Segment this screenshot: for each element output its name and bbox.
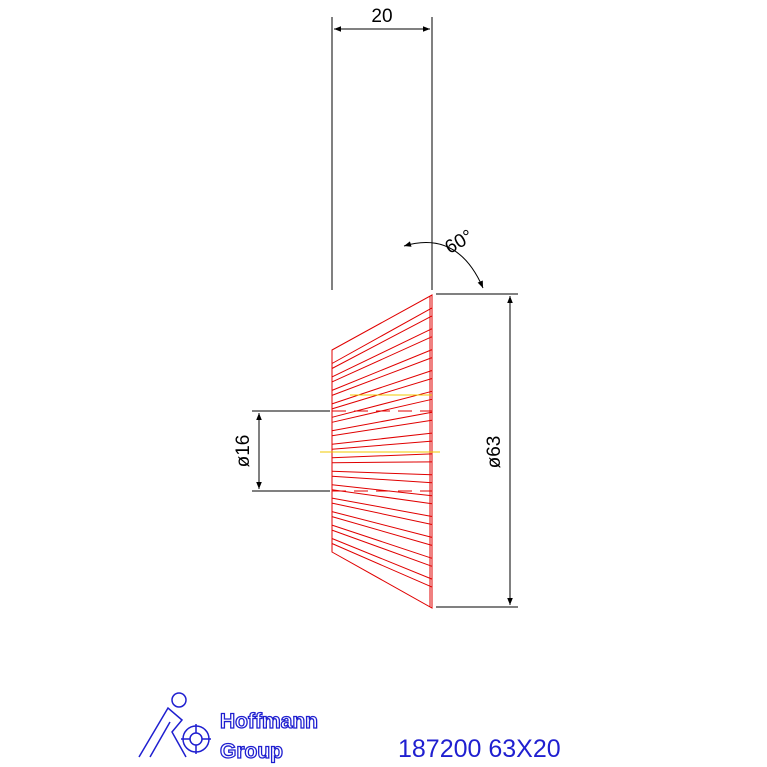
gear-teeth xyxy=(331,307,433,588)
gear-tooth-line xyxy=(331,307,433,364)
angle-arc xyxy=(403,241,484,289)
gear-tooth-line xyxy=(331,432,433,445)
bore-diameter-label: ø16 xyxy=(233,435,254,468)
gear-tooth-line xyxy=(331,315,433,369)
gear-tooth-line xyxy=(331,440,433,450)
gear-tooth-line xyxy=(331,502,433,525)
gear-tooth-line xyxy=(331,516,433,546)
gear-tooth-line xyxy=(331,370,433,405)
logo-text-line1: Hoffmann xyxy=(220,710,318,733)
gear-tooth-line xyxy=(331,453,433,459)
gear-tooth-line xyxy=(331,419,433,437)
width-label: 20 xyxy=(371,6,392,27)
logo-figure-icon xyxy=(138,692,211,758)
gear-tooth-line xyxy=(331,484,433,497)
outer-diameter-dimension: ø63 xyxy=(436,293,518,608)
gear-tooth-line xyxy=(331,336,433,383)
gear-tooth-line xyxy=(331,489,433,505)
gear-tooth-line xyxy=(331,543,433,588)
hoffmann-group-logo: Hoffmann Group xyxy=(138,692,319,764)
logo-text-line2: Group xyxy=(220,740,283,763)
gear-tooth-line xyxy=(331,411,433,432)
part-number-label: 187200 63X20 xyxy=(398,735,561,763)
gear-outline xyxy=(331,294,433,609)
gear-tooth-line xyxy=(331,470,433,476)
gear-tooth-line xyxy=(331,357,433,396)
outer-diameter-label: ø63 xyxy=(484,436,505,469)
gear-tooth-line xyxy=(331,538,433,580)
gear-tooth-line xyxy=(331,511,433,538)
bevel-gear xyxy=(320,294,440,609)
gear-tooth-line xyxy=(331,328,433,378)
bore-diameter-dimension: ø16 xyxy=(233,410,330,492)
gear-tooth-line xyxy=(331,524,433,559)
angle-dimension: 60° xyxy=(403,226,487,295)
gear-tooth-line xyxy=(331,349,433,391)
gear-tooth-line xyxy=(331,461,433,464)
angle-label: 60° xyxy=(442,226,477,259)
gear-tooth-line xyxy=(331,497,433,517)
gear-tooth-line xyxy=(331,475,433,484)
width-dimension: 20 xyxy=(331,6,433,290)
gear-tooth-line xyxy=(331,378,433,410)
gear-tooth-line xyxy=(331,529,433,567)
gear-tooth-line xyxy=(331,390,433,418)
